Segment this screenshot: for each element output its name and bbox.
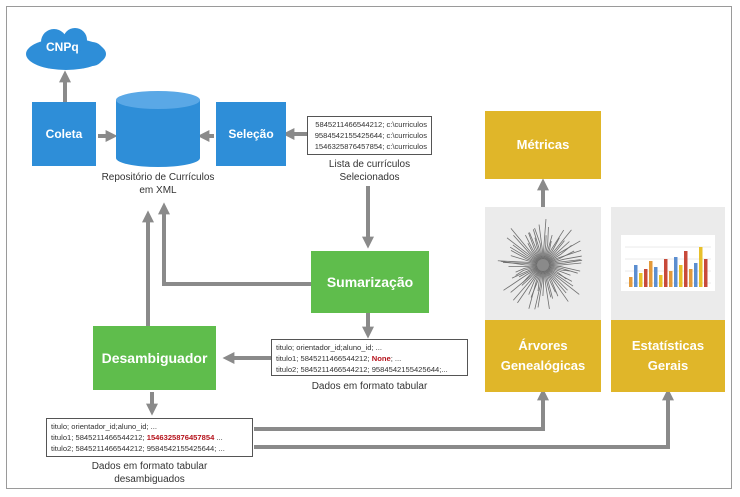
repositorio-caption: Repositório de Currículos em XML: [84, 171, 232, 197]
decorative-bar: [654, 267, 658, 287]
decorative-bar: [689, 269, 693, 287]
repositorio-caption-line2: em XML: [139, 185, 177, 196]
decorative-bar: [629, 277, 633, 287]
tabular-row: titulo; orientador_id;aluno_id; ...: [276, 343, 382, 352]
estatisticas-label-line1: Estatísticas: [631, 338, 705, 353]
arrow-desambiguados-to-arvores: [254, 388, 549, 431]
bar-chart-icon: [621, 235, 715, 291]
decorative-bar: [664, 259, 668, 287]
lista-caption-line1: Lista de currículos: [328, 159, 411, 170]
lista-row: 5845211466544212; c:\curriculos: [315, 120, 427, 129]
decorative-bar: [679, 265, 683, 287]
decorative-bar: [704, 259, 708, 287]
tabular-row: titulo1; 5845211466544212; None; ...: [276, 354, 402, 363]
arvores-panel: [485, 207, 601, 320]
sumarizacao-box: Sumarização: [311, 251, 429, 313]
arvores-label-line2: Genealógicas: [500, 358, 586, 373]
desambiguados-caption-line2: desambiguados: [114, 474, 185, 485]
selecao-label: Seleção: [228, 127, 274, 141]
tabular-caption: Dados em formato tabular: [311, 381, 428, 392]
desambiguados-row: titulo2; 5845211466544212; 9584542155425…: [51, 444, 225, 453]
decorative-bar: [669, 271, 673, 287]
arvores-box: Árvores Genealógicas: [485, 320, 601, 392]
database-icon: [116, 91, 200, 167]
decorative-bar: [634, 265, 638, 287]
lista-caption-line2: Selecionados: [339, 172, 400, 183]
desambiguados-row: titulo1; 5845211466544212; 1546325876457…: [51, 433, 223, 442]
selecao-box: Seleção: [216, 102, 286, 166]
lista-row: 1546325876457854; c:\curriculos: [314, 142, 427, 151]
decorative-bar: [674, 257, 678, 287]
arrow-desambiguados-to-estatisticas: [254, 388, 674, 449]
dados-desambiguados-table: titulo; orientador_id;aluno_id; ... titu…: [46, 418, 253, 457]
metricas-box: Métricas: [485, 111, 601, 179]
radial-tree-icon: [497, 219, 583, 310]
lista-curriculos-table: 5845211466544212; c:\curriculos 95845421…: [307, 116, 432, 155]
decorative-bar: [684, 251, 688, 287]
tabular-row: titulo2; 5845211466544212; 9584542155425…: [276, 365, 448, 374]
cloud-icon: [26, 28, 106, 70]
decorative-bar: [694, 263, 698, 287]
coleta-box: Coleta: [32, 102, 96, 166]
decorative-bar: [659, 275, 663, 287]
estatisticas-label-line2: Gerais: [647, 358, 689, 373]
cnpq-label: CNPq: [46, 40, 79, 54]
coleta-label: Coleta: [45, 127, 83, 141]
estatisticas-box: Estatísticas Gerais: [611, 320, 725, 392]
decorative-bar: [649, 261, 653, 287]
decorative-bar: [699, 247, 703, 287]
repositorio-caption-line1: Repositório de Currículos: [101, 172, 215, 183]
cnpq-cloud: CNPq: [20, 24, 112, 72]
desambiguados-caption: Dados em formato tabular desambiguados: [46, 460, 253, 486]
highlight-id: 1546325876457854: [146, 433, 215, 442]
desambiguador-box: Desambiguador: [93, 326, 216, 390]
decorative-bar: [639, 273, 643, 287]
sumarizacao-label: Sumarização: [326, 274, 414, 290]
desambiguados-caption-line1: Dados em formato tabular: [91, 461, 208, 472]
decorative-bar: [644, 269, 648, 287]
desambiguados-row: titulo; orientador_id;aluno_id; ...: [51, 422, 157, 431]
dados-tabular-table: titulo; orientador_id;aluno_id; ... titu…: [271, 339, 468, 376]
desambiguador-label: Desambiguador: [101, 350, 208, 366]
estatisticas-panel: [611, 207, 725, 320]
diagram-frame: [6, 6, 732, 489]
arrow-sumarizacao-to-repo: [158, 202, 311, 286]
metricas-label: Métricas: [516, 137, 570, 152]
lista-row: 9584542155425644; c:\curriculos: [314, 131, 427, 140]
lista-caption: Lista de currículos Selecionados: [307, 158, 432, 184]
highlight-none: None: [371, 354, 391, 363]
arvores-label-line1: Árvores: [518, 338, 568, 353]
